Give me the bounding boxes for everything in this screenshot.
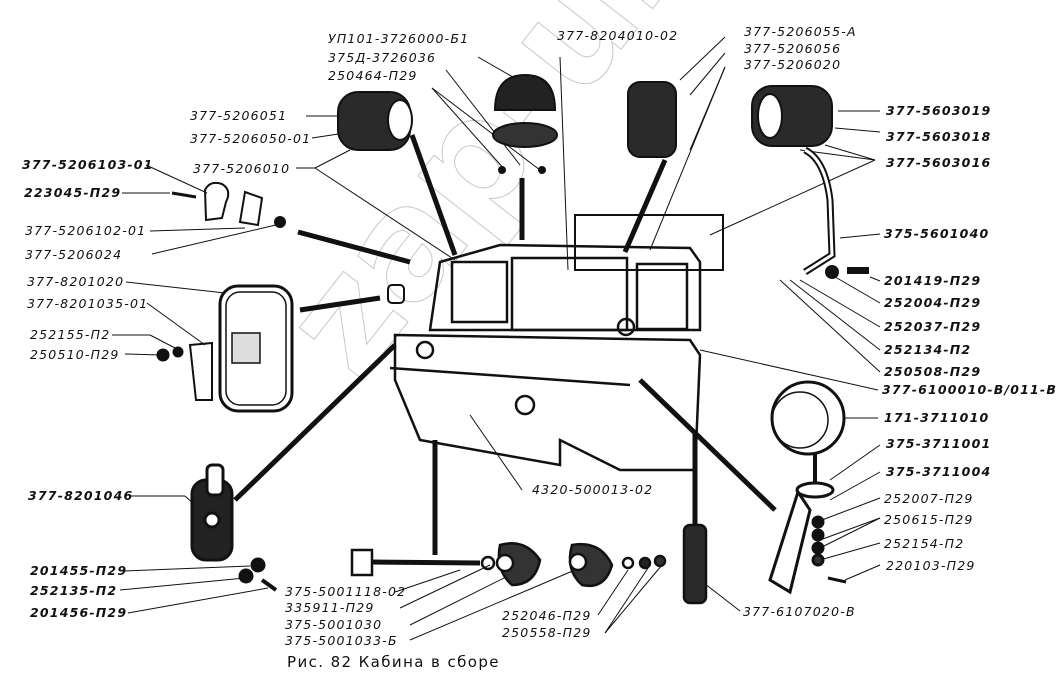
part-label: 377-6107020-В [743,604,856,619]
part-label: 375-5601040 [884,226,990,241]
connector-lines [233,134,777,555]
cabin-body [389,214,724,472]
part-label: 377-8201046 [28,488,134,503]
part-label: 375-5001030 [285,617,383,632]
part-label: 171-3711010 [884,410,990,425]
part-label: 377-5206020 [744,57,842,72]
part-label: 377-5206103-01 [22,157,154,172]
part-label: 377-8201020 [27,274,125,289]
part-label: 377-5603019 [886,103,992,118]
part-label: 4320-500013-02 [532,482,654,497]
part-label: 377-5206024 [25,247,123,262]
part-label: 252135-П2 [30,583,118,598]
part-label: 201455-П29 [30,563,128,578]
part-label: 252037-П29 [884,319,982,334]
part-label: 250510-П29 [30,347,120,362]
part-label: 223045-П29 [24,185,122,200]
part-label: 252007-П29 [884,491,974,506]
part-label: 250615-П29 [884,512,974,527]
part-label: 335911-П29 [285,600,375,615]
work-lamp [768,380,847,595]
part-label: 377-5206055-А [744,24,857,39]
part-label: 375-5001033-Б [285,633,398,648]
part-label: 252004-П29 [884,295,982,310]
leader-lines [112,36,881,641]
part-label: 377-8204010-02 [557,28,679,43]
part-label: 250464-П29 [328,68,418,83]
part-label: 375-3711004 [886,464,992,479]
part-label: 220103-П29 [886,558,976,573]
right-marker-lamp [751,85,869,279]
part-label: 201456-П29 [30,605,128,620]
figure-caption: Рис. 82 Кабина в сборе [287,653,500,671]
part-label: 252154-П2 [884,536,965,551]
part-label: 375-3711001 [886,436,992,451]
part-label: 375Д-3726036 [328,50,437,65]
part-label: 250558-П29 [502,625,592,640]
part-label: 252134-П2 [884,342,972,357]
part-label: 377-5206056 [744,41,842,56]
center-marker-lamp [627,81,677,158]
mirror-bracket [190,463,278,592]
part-label: 377-5206010 [193,161,291,176]
part-label: 377-6100010-В/011-В [882,382,1058,397]
part-label: 377-5206051 [190,108,288,123]
part-label: 252046-П29 [502,608,592,623]
hinge-parts [171,181,286,228]
cab-mount-parts [350,542,667,588]
part-label: 375-5001118-02 [285,584,407,599]
door-lock [682,523,708,605]
part-label: 377-5206102-01 [25,223,147,238]
part-label: 201419-П29 [884,273,982,288]
part-label: 377-5603016 [886,155,992,170]
part-label: 377-8201035-01 [27,296,149,311]
roof-lamp [492,73,558,174]
part-label: 377-5603018 [886,129,992,144]
part-label: 250508-П29 [884,364,982,379]
part-label: УП101-3726000-Б1 [328,31,470,46]
rear-view-mirror [156,284,405,413]
left-marker-lamp [337,91,413,151]
part-label: 252155-П2 [30,327,111,342]
part-label: 377-5206050-01 [190,131,312,146]
